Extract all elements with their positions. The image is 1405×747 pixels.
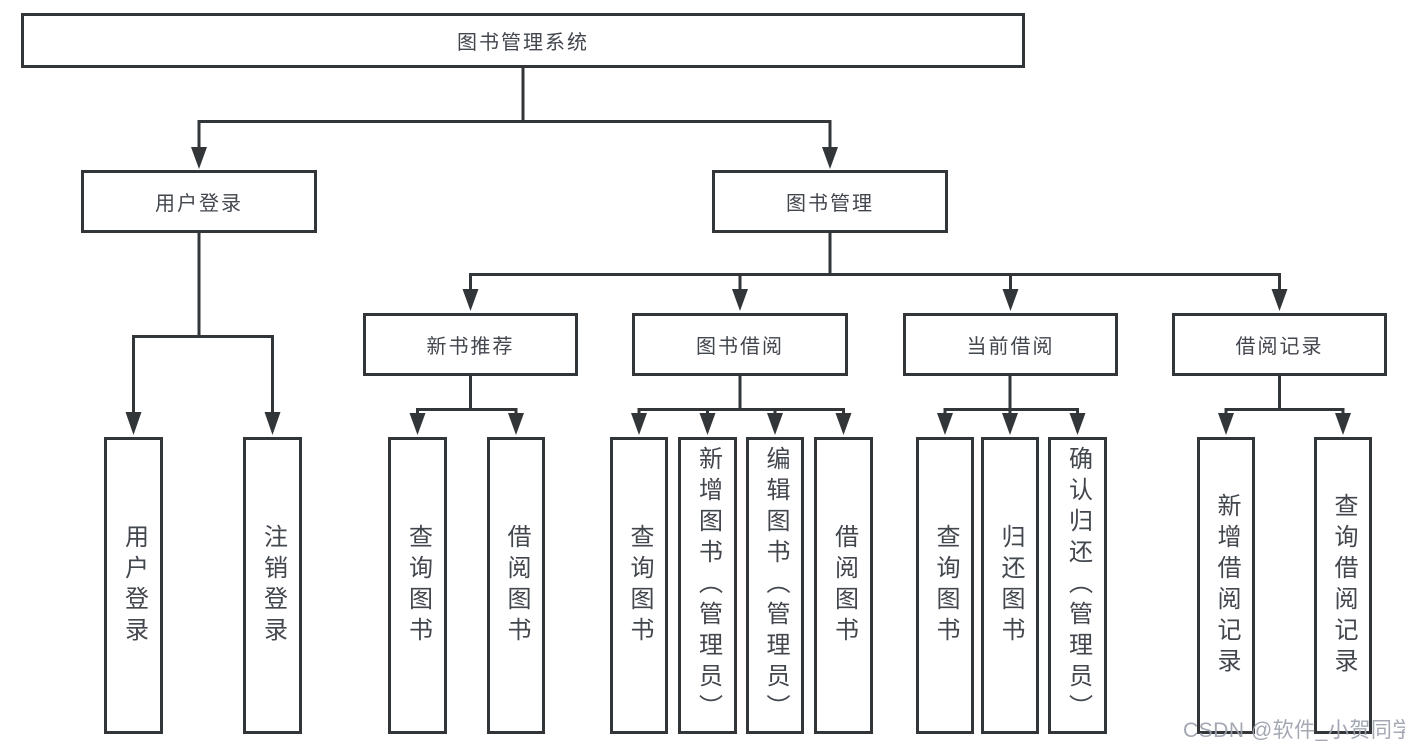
node-label: 新增借阅记录 [1213, 492, 1240, 679]
node-label: 借阅图书 [830, 523, 858, 648]
arrowhead [191, 147, 207, 169]
node-label: 图书管理 [786, 193, 874, 215]
node-label: 图书借阅 [696, 336, 784, 358]
node-user-login: 用户登录 [81, 170, 317, 233]
arrowhead [264, 412, 281, 435]
node-label: 当前借阅 [966, 336, 1055, 358]
leaf-user-login: 用户登录 [104, 437, 163, 734]
node-label: 归还图书 [997, 523, 1024, 648]
node-root-system: 图书管理系统 [21, 13, 1025, 68]
arrowhead [1002, 413, 1018, 435]
arrowhead [1335, 413, 1351, 435]
arrowhead [732, 289, 748, 311]
node-label: 图书管理系统 [457, 32, 589, 54]
connector-user-login-children [132, 231, 274, 416]
arrowhead [508, 413, 524, 435]
node-label: 查询图书 [626, 523, 653, 648]
leaf-borrow-book: 借阅图书 [814, 437, 873, 734]
node-book-borrow: 图书借阅 [632, 313, 848, 376]
node-label: 查询图书 [932, 523, 959, 648]
leaf-query-book-borrow: 查询图书 [610, 437, 668, 734]
leaf-confirm-return-admin: 确认归还（管理员） [1048, 437, 1107, 734]
leaf-query-book-recommend: 查询图书 [388, 437, 447, 734]
node-label: 用户登录 [120, 523, 148, 648]
node-label: 借阅记录 [1235, 336, 1324, 358]
arrowhead [409, 413, 426, 435]
arrowhead [462, 289, 479, 311]
node-label: 编辑图书（管理员） [762, 446, 789, 725]
arrowhead [937, 413, 953, 435]
node-label: 注销登录 [259, 523, 287, 648]
leaf-borrow-book-recommend: 借阅图书 [487, 437, 545, 734]
leaf-add-borrow-record: 新增借阅记录 [1197, 437, 1255, 734]
arrowhead [1069, 413, 1086, 435]
node-label: 确认归还（管理员） [1064, 446, 1092, 725]
node-label: 用户登录 [155, 193, 243, 215]
node-label: 新书推荐 [426, 336, 515, 358]
leaf-query-borrow-record: 查询借阅记录 [1314, 437, 1372, 734]
node-book-management: 图书管理 [712, 170, 948, 233]
arrowhead [1218, 413, 1234, 435]
leaf-add-book-admin: 新增图书（管理员） [678, 437, 737, 734]
node-borrow-record: 借阅记录 [1172, 313, 1387, 376]
node-new-book-recommend: 新书推荐 [363, 313, 578, 376]
arrowhead [1271, 289, 1288, 311]
node-label: 查询借阅记录 [1330, 492, 1357, 679]
connector-borrow-record-children [1224, 374, 1345, 417]
arrowhead [699, 413, 716, 435]
node-current-borrow: 当前借阅 [903, 313, 1118, 376]
node-label: 新增图书（管理员） [694, 446, 722, 725]
node-label: 查询图书 [404, 523, 432, 648]
connector-book-borrow-children [637, 374, 845, 417]
leaf-return-book: 归还图书 [981, 437, 1039, 734]
csdn-watermark: CSDN @软件_小贺同学 [1183, 719, 1405, 742]
leaf-edit-book-admin: 编辑图书（管理员） [746, 437, 804, 734]
arrowhead [125, 412, 142, 435]
arrowhead [1002, 289, 1019, 311]
leaf-query-book-current: 查询图书 [916, 437, 974, 734]
connector-root-to-level2 [197, 66, 832, 152]
arrowhead [822, 147, 838, 169]
node-label: 借阅图书 [503, 523, 530, 648]
leaf-logout: 注销登录 [243, 437, 302, 734]
connector-book-mgmt-children [469, 231, 1281, 293]
connector-new-book-children [416, 374, 518, 417]
arrowhead [767, 413, 783, 435]
arrowhead [631, 413, 647, 435]
arrowhead [835, 413, 852, 435]
connector-current-borrow-children [943, 374, 1079, 417]
